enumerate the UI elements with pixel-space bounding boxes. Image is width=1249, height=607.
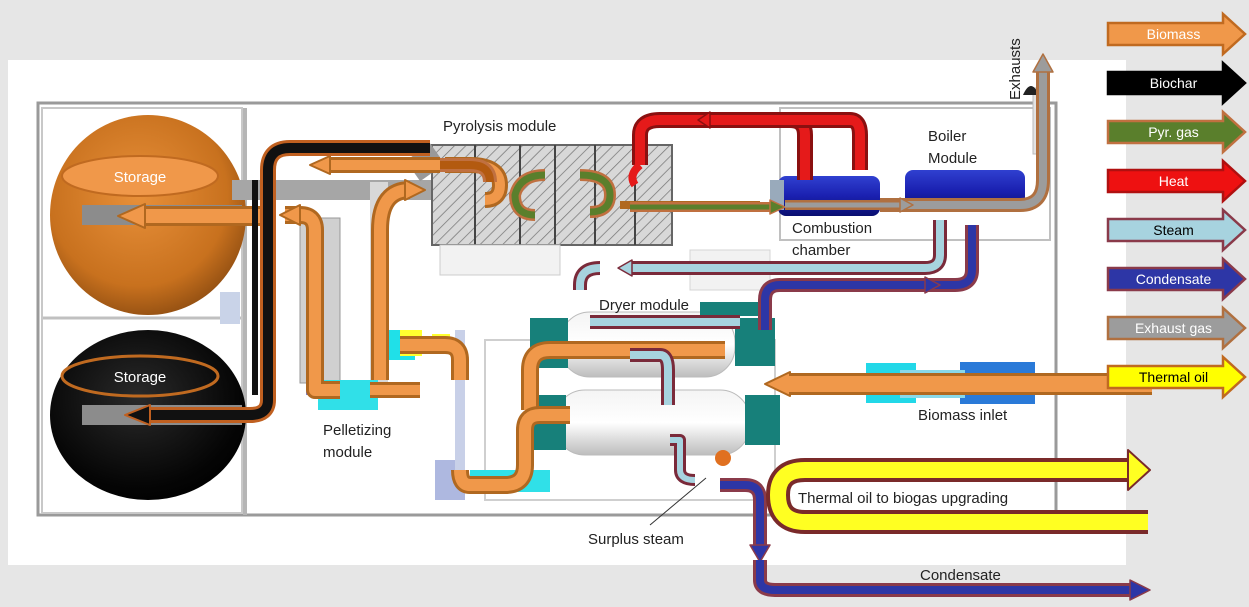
legend-arrow-swatch: [1106, 60, 1247, 106]
legend-arrow-swatch: [1106, 109, 1247, 155]
legend-arrow-swatch: [1106, 305, 1247, 351]
exhausts-label: Exhausts: [1007, 38, 1024, 100]
legend-arrow-swatch: [1106, 158, 1247, 204]
storage-bottom-label: Storage: [114, 369, 167, 386]
legend-label: Thermal oil: [1139, 369, 1208, 385]
legend-label: Pyr. gas: [1148, 124, 1199, 140]
condensate-out-label: Condensate: [920, 567, 1001, 584]
storage-labels: Storage Storage: [60, 155, 220, 398]
dryer-drum-lower: [554, 389, 751, 456]
biomass-inlet-label: Biomass inlet: [918, 407, 1008, 424]
biochar-flow-lines: [124, 140, 430, 426]
steam-flow-lines: [573, 220, 947, 486]
legend-item: Heat: [1106, 158, 1247, 204]
legend-label: Steam: [1153, 222, 1193, 238]
legend-item: Exhaust gas: [1106, 305, 1247, 351]
legend-item: Condensate: [1106, 256, 1247, 302]
thermal-oil-out-label: Thermal oil to biogas upgrading: [798, 490, 1008, 507]
boiler-module-label-line2: Module: [928, 150, 977, 167]
legend-item: Steam: [1106, 207, 1247, 253]
flow-arrows: [117, 53, 1152, 601]
storage-bottom-label-ring: [60, 354, 220, 398]
legend-item: Pyr. gas: [1106, 109, 1247, 155]
boiler-module-label-line1: Boiler: [928, 128, 966, 145]
heat-flow-lines: [628, 111, 868, 188]
pelletizing-module-label-line2: module: [323, 444, 372, 461]
legend-label: Biochar: [1150, 75, 1198, 91]
surplus-steam-pointer: [649, 477, 707, 526]
condensate-flow-lines: [720, 225, 1151, 601]
pyrolysis-module-label: Pyrolysis module: [443, 118, 556, 135]
module-labels: Pyrolysis module Boiler Module Combustio…: [323, 38, 1024, 584]
legend-arrow-swatch: [1106, 354, 1247, 400]
surplus-steam-label: Surplus steam: [588, 531, 684, 548]
legend-item: Thermal oil: [1106, 354, 1247, 400]
storage-top-label-ring: [61, 155, 219, 197]
legend-arrow-swatch: [1106, 207, 1247, 253]
dryer-module-label: Dryer module: [599, 297, 689, 314]
pyr-gas-flow-lines: [440, 158, 786, 221]
biomass-flow-lines: [117, 155, 1152, 494]
legend-item: Biomass: [1106, 11, 1247, 57]
combustion-chamber-label-line2: chamber: [792, 242, 850, 259]
combustion-chamber-label-line1: Combustion: [792, 220, 872, 237]
legend-label: Exhaust gas: [1135, 320, 1212, 336]
legend-arrow-swatch: [1106, 11, 1247, 57]
exhaust-gas-flow-lines: [785, 53, 1054, 213]
legend-label: Biomass: [1147, 26, 1201, 42]
storage-top-label: Storage: [114, 169, 167, 186]
thermal-oil-flow-lines: [766, 449, 1151, 534]
pelletizing-module-label-line1: Pelletizing: [323, 422, 391, 439]
legend-label: Heat: [1159, 173, 1189, 189]
legend-label: Condensate: [1136, 271, 1212, 287]
legend-item: Biochar: [1106, 60, 1247, 106]
legend-arrow-swatch: [1106, 256, 1247, 302]
